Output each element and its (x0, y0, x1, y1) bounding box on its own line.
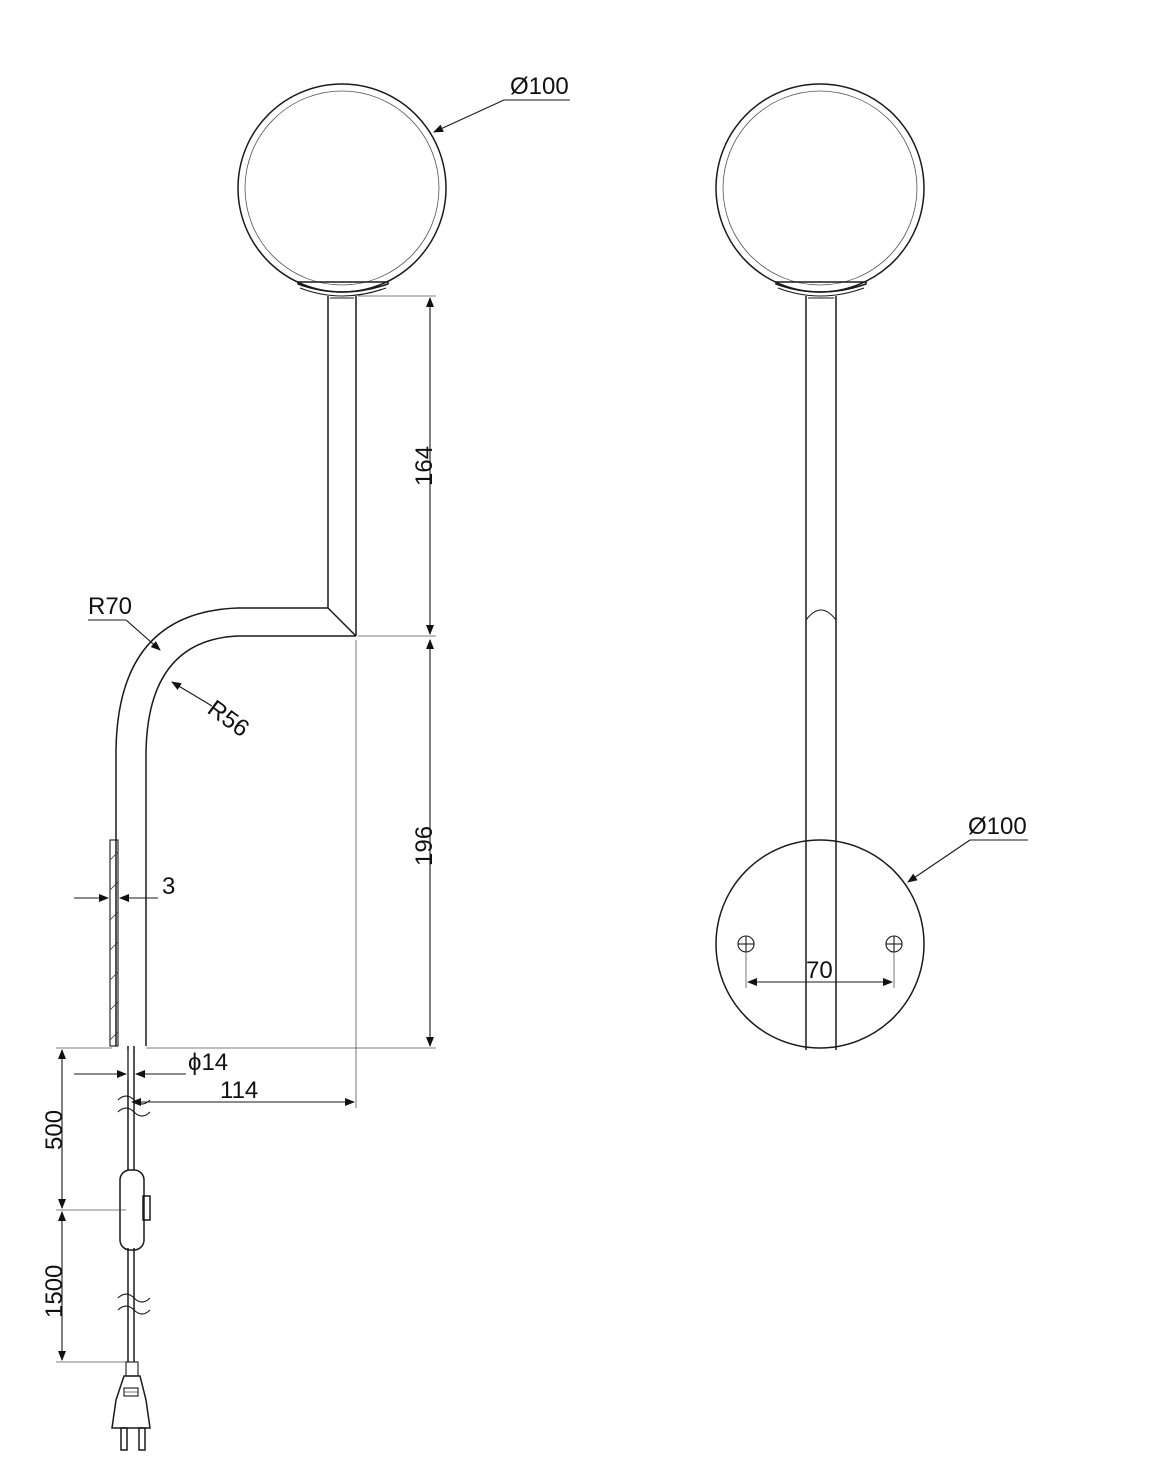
switch-to-plug-label: 1500 (41, 1265, 68, 1318)
side-bent-arm (115, 607, 357, 1046)
front-view (715, 83, 925, 1050)
outer-bend-radius-label: R70 (88, 593, 132, 620)
front-tube (805, 296, 837, 1050)
inner-bend-radius-label: R56 (202, 695, 253, 743)
side-wall-plate (109, 839, 119, 1047)
upper-arm-length-label: 164 (411, 446, 438, 486)
screw-spacing-label: 70 (806, 957, 833, 984)
side-view (109, 83, 447, 1451)
base-plate-diameter-label: Ø100 (968, 813, 1027, 840)
side-globe-holder (297, 281, 389, 293)
power-plug (111, 1361, 151, 1451)
wall-plate-thickness-label: 3 (162, 873, 175, 900)
arm-projection-label: 114 (220, 1077, 258, 1104)
front-globe-holder (775, 281, 867, 293)
side-upper-tube (327, 296, 357, 636)
tube-diameter-label: ϕ14 (188, 1049, 228, 1076)
cable-to-switch-label: 500 (41, 1110, 68, 1150)
power-cable (117, 1046, 151, 1362)
screw-hole-right (885, 935, 903, 953)
side-globe-diameter-label: Ø100 (510, 73, 569, 100)
side-globe-inner (244, 90, 440, 286)
side-globe (237, 83, 447, 293)
front-globe (715, 83, 925, 293)
lower-arm-length-label: 196 (411, 826, 438, 866)
base-plate (715, 839, 925, 1049)
dimensions: Ø100 Ø100 164 196 R70 R56 3 ϕ14 114 (41, 73, 1028, 1363)
screw-hole-left (737, 935, 755, 953)
